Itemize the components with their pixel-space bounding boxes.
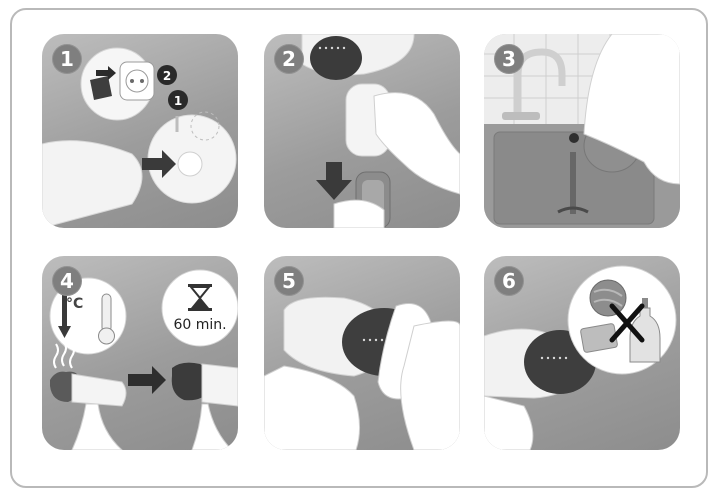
no-abrasives-illustration — [484, 265, 677, 450]
temperature-label: °C — [66, 296, 84, 312]
step-1-panel: 1 2 1 — [42, 34, 238, 228]
step-5-panel: 5 — [264, 256, 460, 450]
step-4-badge: 4 — [52, 266, 82, 296]
water-stream — [570, 152, 576, 214]
callout-2: 2 — [163, 69, 171, 83]
push-arrow-icon — [142, 150, 176, 178]
step-3-panel: 3 — [484, 34, 680, 228]
release-button-icon — [177, 151, 203, 177]
callout-1: 1 — [174, 94, 182, 108]
wipe-icon — [400, 320, 460, 450]
step-3-badge: 3 — [494, 44, 524, 74]
hand-icon — [373, 92, 460, 195]
step-2-panel: 2 — [264, 34, 460, 228]
cool-arrow-icon — [58, 326, 71, 338]
step-2-badge: 2 — [274, 44, 304, 74]
unplug-icon — [96, 66, 116, 80]
step-5-badge: 5 — [274, 266, 304, 296]
plug-icon — [90, 76, 112, 100]
instruction-frame: 1 2 1 — [10, 8, 708, 488]
steam-icon — [53, 341, 75, 369]
hourglass-icon — [188, 284, 212, 311]
holding-hand-icon — [264, 365, 360, 450]
step-6-panel: 6 — [484, 256, 680, 450]
holding-hand-icon — [484, 395, 534, 450]
cool-steam-plate-icon — [171, 362, 211, 401]
unplug-illustration: 1 2 — [42, 47, 237, 228]
scouring-pad-icon — [589, 279, 627, 317]
timer-label: 60 min. — [173, 317, 227, 333]
thermometer-icon — [98, 327, 115, 345]
wall-socket-icon — [119, 61, 155, 101]
wipe-illustration — [264, 296, 460, 450]
down-arrow-icon — [316, 162, 352, 200]
hand-icon — [583, 34, 680, 185]
cool-down-illustration — [49, 269, 238, 450]
no-abrasives-icon — [609, 303, 645, 343]
detergent-bottle-icon — [629, 307, 661, 363]
step-4-panel: 4 °C 60 min. — [42, 256, 238, 450]
step-1-badge: 1 — [52, 44, 82, 74]
remove-tank-illustration — [301, 34, 460, 228]
steam-plate-icon — [310, 36, 362, 80]
right-arrow-icon — [128, 366, 166, 394]
step-6-badge: 6 — [494, 266, 524, 296]
